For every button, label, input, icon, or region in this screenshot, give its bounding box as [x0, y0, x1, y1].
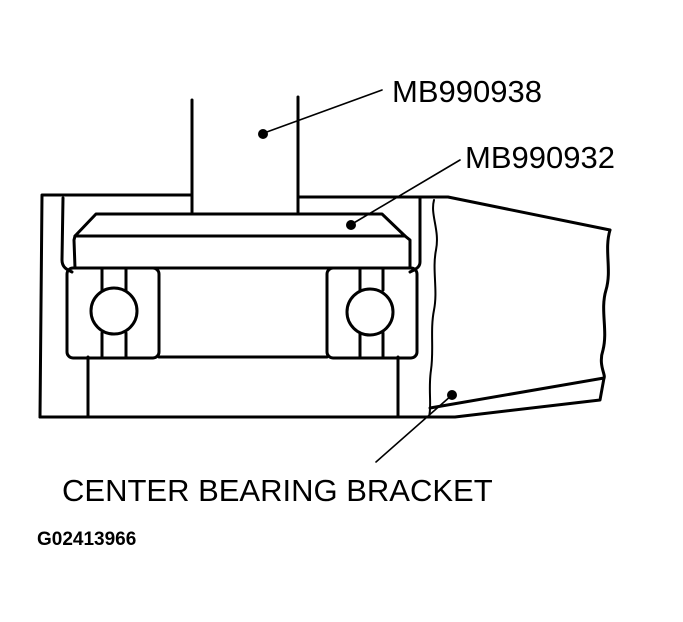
figure-id: G02413966	[37, 529, 137, 550]
leader-dots	[258, 129, 457, 400]
bearing-ball-right	[345, 287, 395, 337]
callout-mb990938: MB990938	[392, 74, 542, 109]
bearing-assembly	[65, 266, 419, 418]
installer-plate	[72, 212, 412, 270]
bearing-ball-left	[89, 286, 139, 336]
bracket-frame	[38, 193, 612, 419]
callout-center-bearing-bracket: CENTER BEARING BRACKET	[62, 473, 493, 508]
callout-mb990932: MB990932	[465, 140, 615, 175]
leader-lines	[263, 89, 461, 463]
installer-shaft	[190, 95, 300, 214]
